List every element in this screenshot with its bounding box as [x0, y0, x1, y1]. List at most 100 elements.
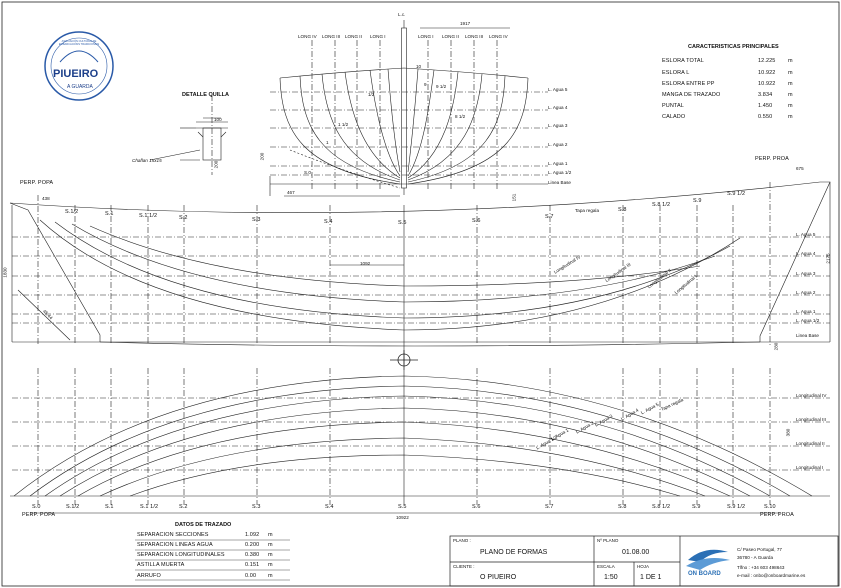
plan-station-s1-5: S.1 1/2 — [140, 504, 159, 510]
company-address-2: 36780 - A Guarda — [737, 555, 774, 560]
datos-value-lineas-agua: 0.200 — [245, 542, 260, 548]
tb-hoja-value: 1 DE 1 — [640, 574, 662, 581]
long-label-r4: LONG IV — [489, 34, 508, 39]
plan-long-2: Longitudinal II — [796, 441, 825, 446]
plan-station-s6: S.6 — [472, 504, 481, 510]
datos-label-lineas-agua: SEPARACION LINEAS AGUA — [137, 542, 213, 548]
body-station-9-half: 9 1/2 — [436, 84, 447, 89]
char-unit-eslora-l: m — [788, 70, 793, 76]
plan-station-s5: S.5 — [398, 504, 407, 510]
body-wl-half: L. Agua 1/2 — [548, 170, 572, 175]
logo-ring-text: ASOCIACIÓN CULTURAL DE EMBARCACIÓNS TRAD… — [58, 40, 100, 46]
profile-view-lines — [9, 181, 831, 365]
body-plan-lines — [269, 20, 548, 197]
char-value-eslora-l: 10.922 — [758, 70, 776, 76]
long-label-r1: LONG I — [418, 34, 434, 39]
profile-dim-spacing: 1092 — [360, 261, 371, 266]
profile-station-s5: S.5 — [398, 220, 407, 226]
datos-unit-arrufo: m — [268, 573, 273, 579]
datos-unit-astilla: m — [268, 562, 273, 568]
profile-station-s1: S.1 — [105, 211, 114, 217]
keel-detail-chaflan: Chaflan 15x15 — [132, 158, 162, 163]
logo-place: A GUARDA — [67, 84, 93, 90]
tb-num-plano-value: 01.08.00 — [622, 549, 650, 556]
char-value-eslora-total: 12.225 — [758, 58, 776, 64]
tb-cliente-label: CLIENTE : — [453, 564, 475, 569]
char-label-calado: CALADO — [662, 114, 686, 120]
profile-station-s9-5: S.9 1/2 — [727, 191, 746, 197]
tb-plano-value: PLANO DE FORMAS — [480, 549, 548, 556]
datos-unit-secciones: m — [268, 532, 273, 538]
plan-station-s3: S.3 — [252, 504, 261, 510]
char-value-eslora-pp: 10.922 — [758, 81, 776, 87]
company-email: e-mail : onbo@onboardmarine.es — [737, 573, 806, 578]
datos-value-astilla: 0.151 — [245, 562, 260, 568]
char-label-puntal: PUNTAL — [662, 103, 684, 109]
profile-wl-4: L. Agua 4 — [796, 251, 816, 256]
long-label-l4: LONG IV — [298, 34, 317, 39]
profile-wl-2: L. Agua 2 — [796, 290, 816, 295]
association-logo-graphic — [44, 31, 114, 101]
body-dim-right: 151 — [511, 193, 517, 202]
plan-overall-length: 10922 — [396, 515, 409, 520]
datos-title: DATOS DE TRAZADO — [175, 522, 232, 528]
plan-station-s7: S.7 — [545, 504, 554, 510]
datos-label-arrufo: ARRUFO — [137, 573, 161, 579]
char-unit-calado: m — [788, 114, 793, 120]
keel-detail-drawing — [149, 95, 228, 175]
plan-station-s10: S.10 — [764, 504, 776, 510]
tb-hoja-label: HOJA — [637, 564, 650, 569]
keel-detail-title: DETALLE QUILLA — [182, 92, 229, 98]
tb-cliente-value: O PIUEIRO — [480, 574, 517, 581]
plan-long-1: Longitudinal I — [796, 465, 824, 470]
company-phone: Tlfno : +34 603 498643 — [737, 565, 785, 570]
char-unit-puntal: m — [788, 103, 793, 109]
keel-detail-width: 100 — [214, 117, 222, 122]
midship-symbol — [390, 350, 418, 370]
plan-station-s1: S.1 — [105, 504, 114, 510]
plan-station-s8: S.8 — [618, 504, 627, 510]
plan-station-s4: S.4 — [325, 504, 334, 510]
body-wl-5: L. Agua 5 — [548, 87, 568, 92]
char-unit-eslora-total: m — [788, 58, 793, 64]
profile-wl-3: L. Agua 3 — [796, 271, 816, 276]
datos-label-astilla: ASTILLA MUERTA — [137, 562, 185, 568]
body-dim-left: 200 — [259, 152, 265, 161]
datos-unit-lineas-agua: m — [268, 542, 273, 548]
tb-escala-value: 1:50 — [604, 574, 618, 581]
body-station-1-half: 1 1/2 — [338, 122, 349, 127]
profile-wl-base: Linea Base — [796, 333, 819, 338]
datos-value-secciones: 1.092 — [245, 532, 260, 538]
characteristics-title: CARACTERISTICAS PRINCIPALES — [688, 44, 779, 50]
datos-label-longitudinales: SEPARACION LONGITUDINALES — [137, 552, 225, 558]
profile-station-s7: S.7 — [545, 214, 554, 220]
body-station-10: 10 — [416, 64, 422, 69]
datos-label-secciones: SEPARACION SECCIONES — [137, 532, 209, 538]
datos-value-arrufo: 0.00 — [245, 573, 257, 579]
profile-station-s9: S.9 — [693, 198, 702, 204]
plan-perp-proa: PERP. PROA — [760, 512, 794, 518]
profile-dim-height-right: 2175 — [825, 253, 831, 264]
keel-detail-height: 200 — [213, 160, 219, 169]
body-wl-2: L. Agua 2 — [548, 142, 568, 147]
body-station-1: 1 — [326, 140, 329, 145]
profile-station-s8: S.8 — [618, 207, 627, 213]
profile-tapa-regala: Tapa regala — [575, 208, 600, 213]
profile-dim-height-left: 1830 — [2, 267, 8, 278]
title-block-frame — [449, 535, 839, 587]
char-value-manga: 3.834 — [758, 92, 773, 98]
profile-station-s3: S.3 — [252, 217, 261, 223]
tb-escala-label: ESCALA — [597, 564, 615, 569]
profile-perp-popa: PERP. POPA — [20, 180, 54, 186]
long-label-l2: LONG II — [345, 34, 362, 39]
body-station-9: 9 — [424, 82, 427, 87]
body-station-0: S.0 — [304, 170, 311, 175]
datos-value-longitudinales: 0.380 — [245, 552, 260, 558]
plan-long-3: Longitudinal III — [796, 417, 826, 422]
body-wl-1: L. Agua 1 — [548, 161, 568, 166]
body-wl-3: L. Agua 3 — [548, 123, 568, 128]
company-address-1: C/ Paseo Portugal, 77 — [737, 547, 782, 552]
body-wl-base: Linea Base — [548, 180, 571, 185]
char-unit-manga: m — [788, 92, 793, 98]
